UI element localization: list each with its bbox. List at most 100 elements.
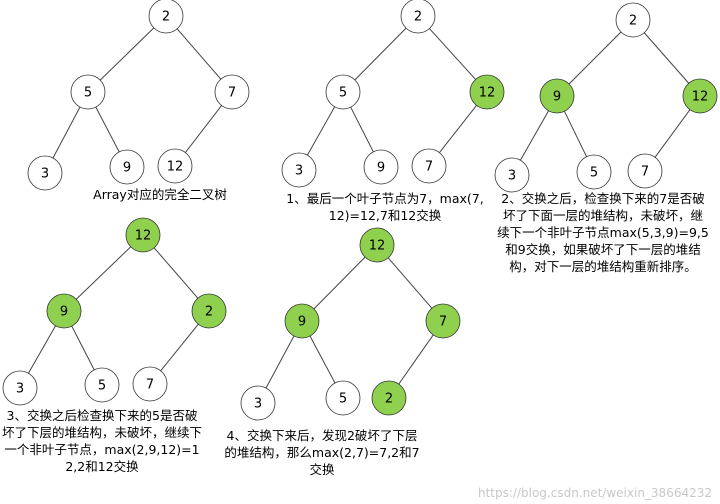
node-label: 9 bbox=[553, 90, 561, 105]
tree-initial-node-n1: 5 bbox=[70, 74, 106, 110]
node-circle bbox=[325, 74, 361, 110]
tree-step4-node-n3: 3 bbox=[240, 385, 276, 421]
node-label: 2 bbox=[162, 10, 170, 25]
node-circle bbox=[400, 0, 436, 34]
node-circle bbox=[682, 78, 718, 114]
tree-step2-edge-n1-n3 bbox=[519, 110, 550, 161]
node-label: 7 bbox=[439, 315, 447, 330]
node-label: 12 bbox=[692, 90, 709, 105]
node-label: 5 bbox=[590, 166, 598, 181]
node-label: 9 bbox=[377, 161, 385, 176]
tree-step1-edge-n0-n1 bbox=[354, 27, 407, 81]
tree-step3-node-n5: 7 bbox=[132, 366, 168, 402]
node-label: 3 bbox=[16, 382, 24, 397]
node-circle bbox=[70, 74, 106, 110]
tree-step4-node-n1: 9 bbox=[284, 303, 320, 339]
tree-initial-edge-n1-n4 bbox=[95, 106, 120, 153]
tree-step2-node-n2: 12 bbox=[682, 78, 718, 114]
tree-initial-node-n3: 3 bbox=[27, 155, 63, 191]
node-circle bbox=[576, 154, 612, 190]
tree-initial-node-n2: 7 bbox=[214, 74, 250, 110]
tree-step1-edge-n1-n4 bbox=[350, 106, 374, 153]
node-label: 12 bbox=[479, 86, 496, 101]
tree-step3-node-n3: 3 bbox=[2, 370, 38, 406]
node-circle bbox=[2, 370, 38, 406]
tree-step2-edge-n0-n2 bbox=[643, 32, 690, 84]
tree-step1-node-n2: 12 bbox=[469, 74, 505, 110]
tree-step1-node-n3: 3 bbox=[281, 152, 317, 188]
node-label: 3 bbox=[41, 167, 49, 182]
tree-step3-node-n4: 5 bbox=[84, 367, 120, 403]
tree-step3-edge-n2-n5 bbox=[160, 323, 199, 372]
tree-step2-node-n1: 9 bbox=[539, 78, 575, 114]
node-label: 9 bbox=[298, 315, 306, 330]
node-circle bbox=[494, 157, 530, 193]
node-label: 5 bbox=[98, 379, 106, 394]
caption-step1: 1、最后一个叶子节点为7，max(7,12)=12,7和12交换 bbox=[286, 191, 484, 223]
node-circle bbox=[627, 153, 663, 189]
tree-step2-edge-n2-n5 bbox=[654, 109, 691, 158]
node-label: 2 bbox=[629, 14, 637, 29]
tree-initial-edge-n0-n2 bbox=[176, 28, 222, 80]
tree-initial-edge-n0-n1 bbox=[99, 27, 155, 81]
node-circle bbox=[157, 148, 193, 184]
tree-step2-node-n3: 3 bbox=[494, 157, 530, 193]
tree-step1-node-n0: 2 bbox=[400, 0, 436, 34]
node-label: 12 bbox=[369, 239, 386, 254]
node-circle bbox=[109, 149, 145, 185]
tree-step2-node-n5: 7 bbox=[627, 153, 663, 189]
caption-step2: 2、交换之后，检查换下来的7是否破坏了下面一层的堆结构，未破坏，继续下一个非叶子… bbox=[497, 191, 709, 274]
tree-step1-edge-n1-n3 bbox=[306, 106, 336, 156]
node-label: 9 bbox=[123, 161, 131, 176]
tree-step4-node-n4: 5 bbox=[325, 380, 361, 416]
node-label: 7 bbox=[146, 378, 154, 393]
node-circle bbox=[27, 155, 63, 191]
tree-step4-edge-n2-n5 bbox=[398, 334, 434, 385]
node-label: 5 bbox=[339, 392, 347, 407]
node-circle bbox=[191, 293, 227, 329]
tree-initial-node-n4: 9 bbox=[109, 149, 145, 185]
tree-step1-edge-n0-n2 bbox=[429, 28, 476, 80]
tree-step3-edge-n0-n2 bbox=[153, 247, 199, 299]
node-circle bbox=[425, 303, 461, 339]
tree-step4-edge-n1-n3 bbox=[265, 335, 295, 389]
tree-step3-node-n1: 9 bbox=[46, 293, 82, 329]
node-circle bbox=[411, 148, 447, 184]
tree-initial-edge-n2-n5 bbox=[184, 105, 223, 153]
tree-step4-node-n2: 7 bbox=[425, 303, 461, 339]
node-label: 7 bbox=[641, 165, 649, 180]
tree-step3-edge-n0-n1 bbox=[75, 246, 132, 300]
node-circle bbox=[240, 385, 276, 421]
tree-step3-edge-n1-n3 bbox=[28, 325, 56, 374]
node-circle bbox=[125, 217, 161, 253]
node-label: 3 bbox=[254, 397, 262, 412]
tree-step4-edge-n0-n1 bbox=[313, 256, 366, 310]
node-label: 9 bbox=[60, 305, 68, 320]
tree-step1-node-n5: 7 bbox=[411, 148, 447, 184]
node-label: 7 bbox=[425, 160, 433, 175]
tree-step1-edge-n2-n5 bbox=[439, 105, 477, 153]
node-circle bbox=[84, 367, 120, 403]
tree-step4-node-n0: 12 bbox=[359, 227, 395, 263]
tree-initial-node-n5: 12 bbox=[157, 148, 193, 184]
node-circle bbox=[363, 149, 399, 185]
tree-step3-node-n2: 2 bbox=[191, 293, 227, 329]
node-circle bbox=[281, 152, 317, 188]
node-label: 12 bbox=[167, 160, 184, 175]
tree-step3-node-n0: 12 bbox=[125, 217, 161, 253]
node-label: 2 bbox=[385, 392, 393, 407]
tree-step3-edge-n1-n4 bbox=[71, 325, 95, 371]
tree-step2-node-n0: 2 bbox=[615, 2, 651, 38]
node-label: 5 bbox=[339, 86, 347, 101]
caption-step4: 4、交换下来后，发现2破坏了下层的堆结构，那么max(2,7)=7,2和7交换 bbox=[224, 428, 420, 477]
node-label: 5 bbox=[84, 86, 92, 101]
node-label: 12 bbox=[135, 229, 152, 244]
node-circle bbox=[325, 380, 361, 416]
node-circle bbox=[148, 0, 184, 34]
tree-initial-edge-n1-n3 bbox=[52, 106, 81, 159]
node-label: 2 bbox=[414, 10, 422, 25]
node-circle bbox=[132, 366, 168, 402]
